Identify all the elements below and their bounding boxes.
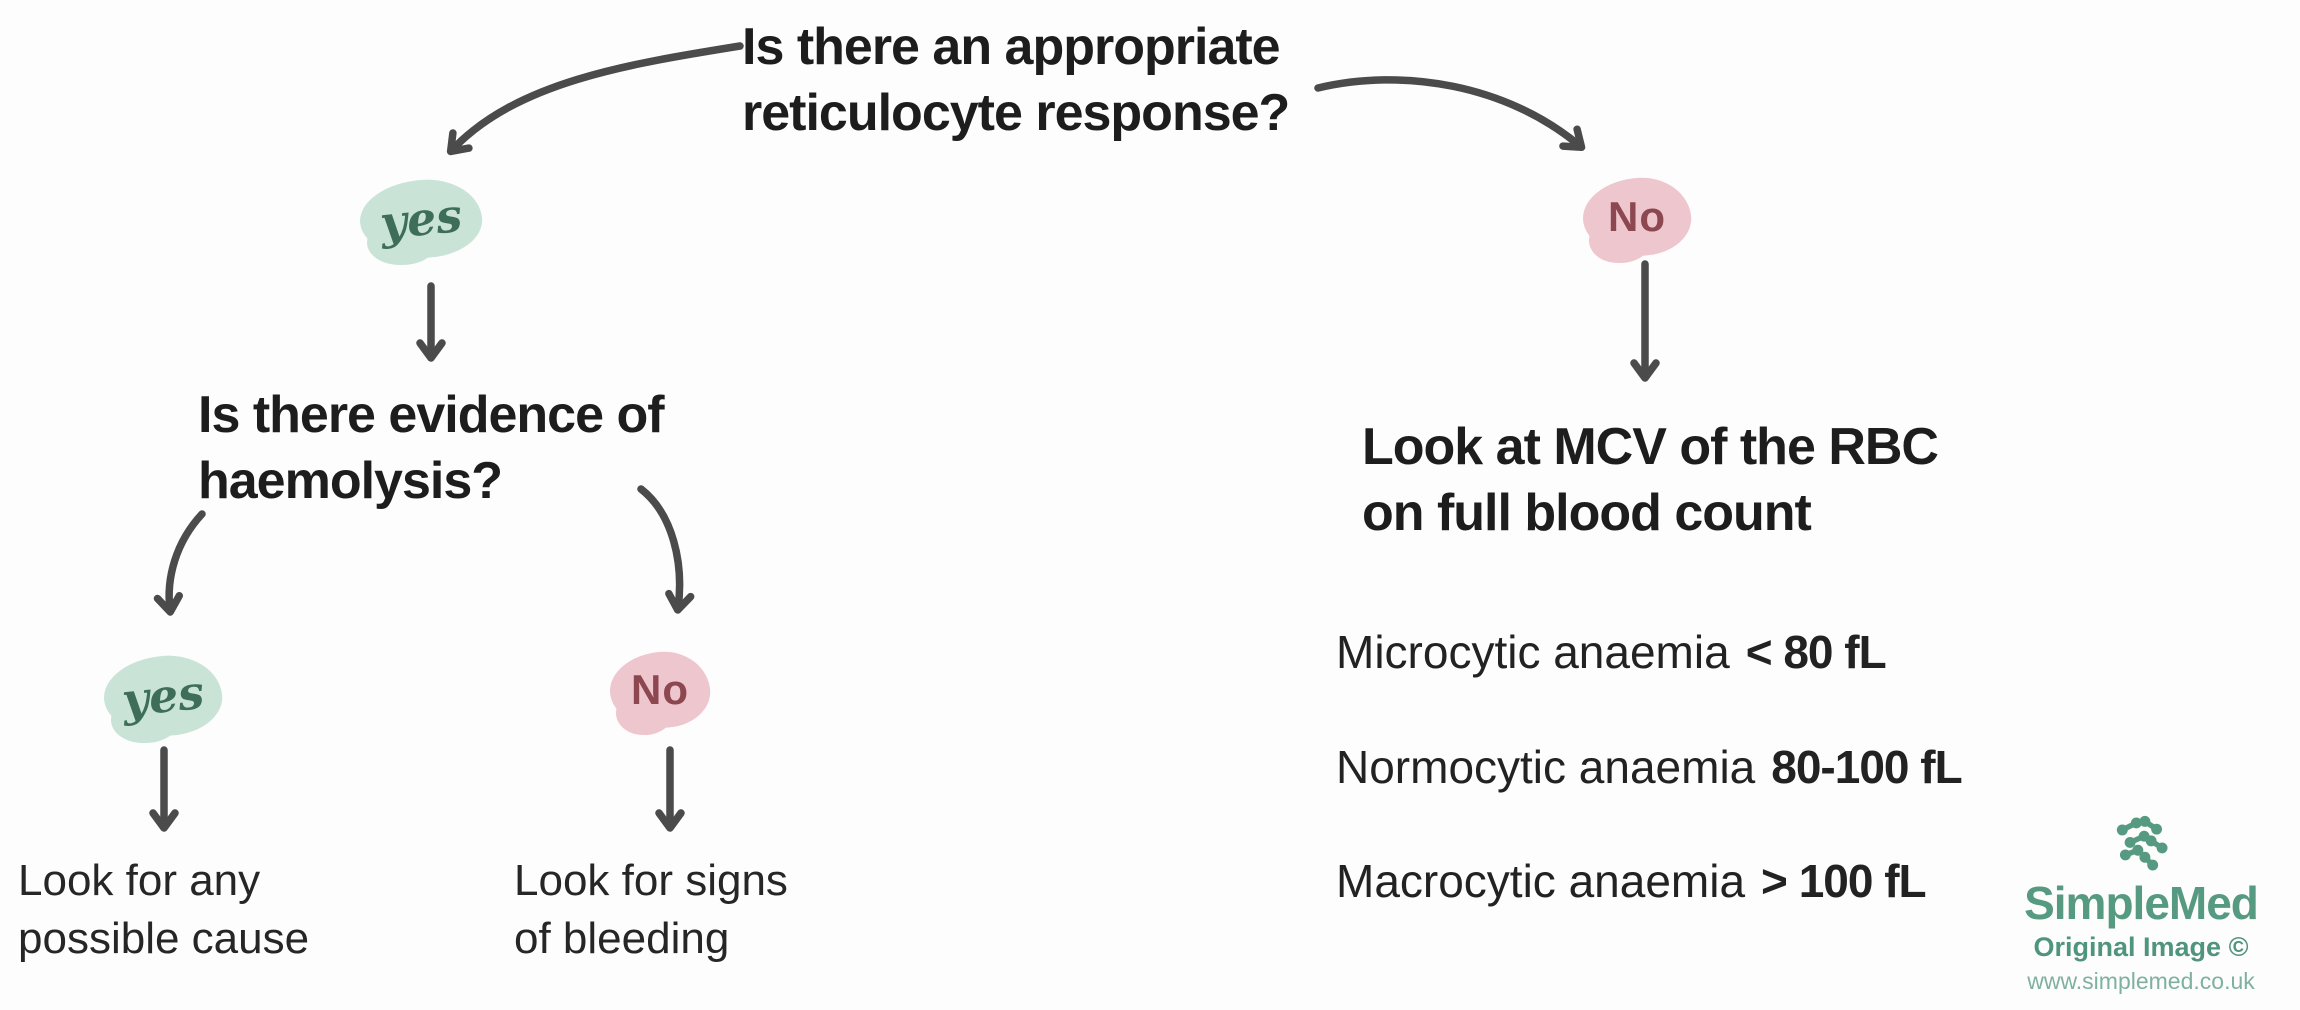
arrow-haemolysis-to-yes: [153, 510, 206, 616]
copyright-caption: Original Image ©: [2033, 932, 2249, 962]
mcv-row-normocytic-value: 80-100 fL: [1771, 741, 1962, 793]
arrow-root-to-yes: [446, 42, 744, 156]
yes-badge-root-label: yes: [377, 187, 465, 251]
no-badge-haemolysis: No: [610, 652, 710, 735]
arrow-root-to-no: [1314, 76, 1586, 152]
outcome-possible-cause-line1: Look for any: [18, 856, 261, 905]
yes-badge-root: yes: [360, 180, 482, 266]
no-badge-root: No: [1583, 178, 1691, 264]
haemolysis-question-line2: haemolysis?: [198, 452, 503, 510]
mcv-row-microcytic: Microcytic anaemia < 80 fL: [1336, 624, 1887, 680]
outcome-bleeding-line1: Look for signs: [514, 856, 788, 905]
outcome-possible-cause-line2: possible cause: [18, 914, 310, 963]
brand-name: SimpleMed: [2024, 877, 2259, 929]
root-question: Is there an appropriate reticulocyte res…: [742, 14, 1290, 146]
outcome-bleeding: Look for signs of bleeding: [514, 852, 788, 968]
outcome-possible-cause: Look for any possible cause: [18, 852, 309, 968]
mcv-action-line2: on full blood count: [1362, 484, 1812, 542]
mcv-row-macrocytic-label: Macrocytic anaemia: [1336, 855, 1746, 907]
haemolysis-question-line1: Is there evidence of: [198, 386, 665, 444]
yes-badge-haemolysis-label: yes: [119, 664, 207, 728]
mcv-row-microcytic-value: < 80 fL: [1745, 626, 1887, 678]
mcv-row-normocytic: Normocytic anaemia 80-100 fL: [1336, 739, 1963, 795]
yes-badge-haemolysis: yes: [104, 656, 222, 744]
website-url: www.simplemed.co.uk: [2027, 968, 2255, 994]
root-question-line1: Is there an appropriate: [742, 18, 1281, 76]
molecule-icon: [2116, 815, 2168, 871]
mcv-action-line1: Look at MCV of the RBC: [1362, 418, 1939, 476]
watermark: SimpleMed Original Image © www.simplemed…: [1988, 812, 2294, 995]
outcome-bleeding-line2: of bleeding: [514, 914, 730, 963]
mcv-row-macrocytic-value: > 100 fL: [1761, 855, 1927, 907]
mcv-row-microcytic-label: Microcytic anaemia: [1336, 626, 1730, 678]
no-badge-haemolysis-label: No: [631, 666, 689, 713]
haemolysis-question: Is there evidence of haemolysis?: [198, 382, 665, 514]
mcv-row-normocytic-label: Normocytic anaemia: [1336, 741, 1756, 793]
mcv-action: Look at MCV of the RBC on full blood cou…: [1362, 414, 1939, 546]
no-badge-root-label: No: [1608, 193, 1666, 240]
mcv-row-macrocytic: Macrocytic anaemia > 100 fL: [1336, 853, 1927, 909]
root-question-line2: reticulocyte response?: [742, 84, 1290, 142]
